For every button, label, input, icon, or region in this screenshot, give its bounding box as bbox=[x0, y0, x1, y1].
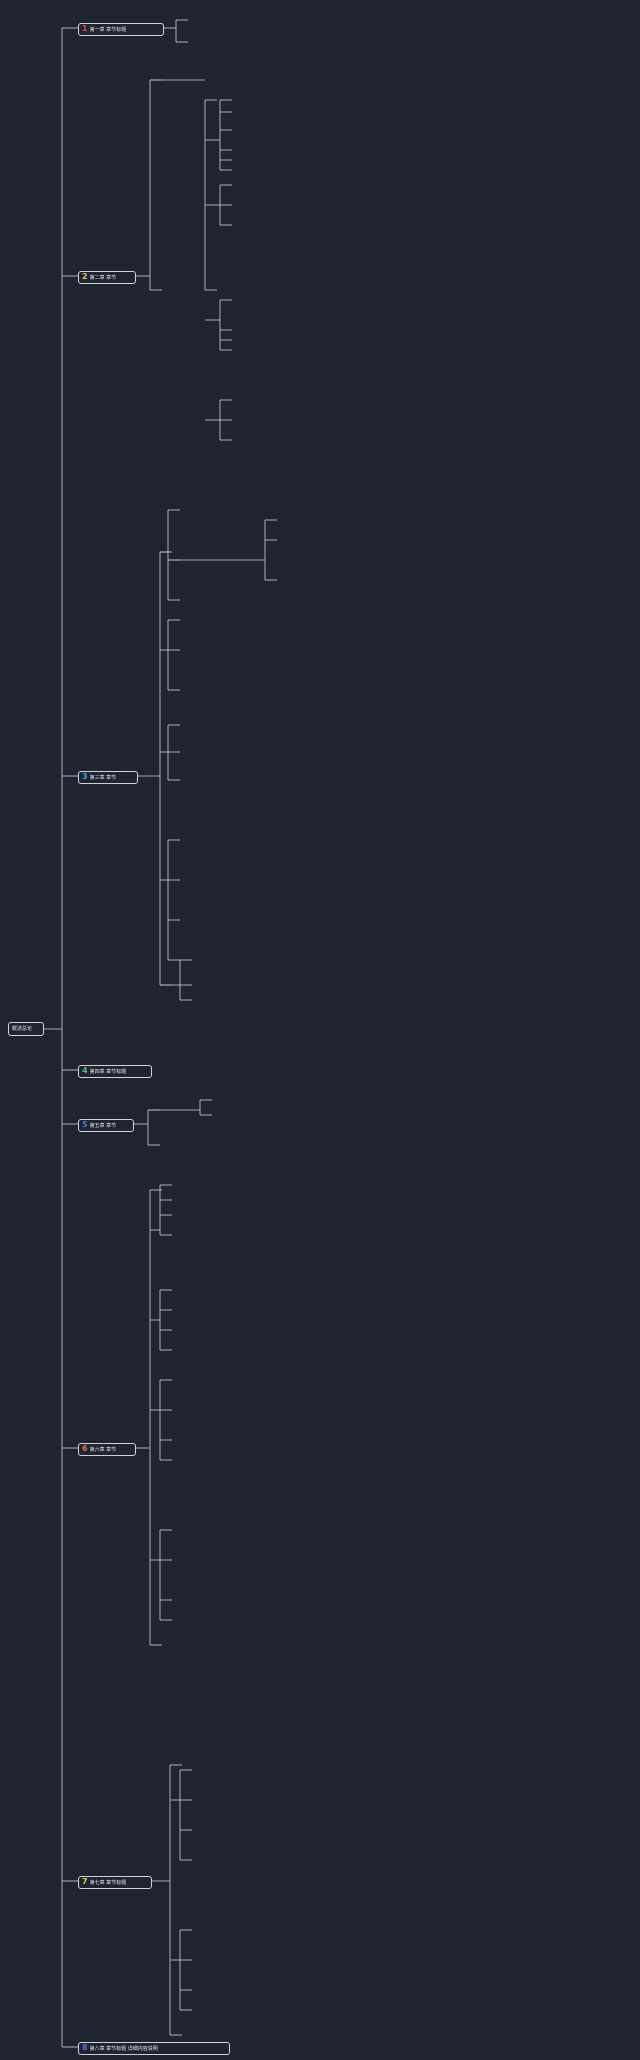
branch-label-8: 第八章 章节标题 详细内容说明 bbox=[89, 2046, 158, 2052]
branch-label-2: 第二章 章节 bbox=[89, 275, 117, 281]
branch-label-4: 第四章 章节标题 bbox=[89, 1069, 127, 1075]
root-node[interactable]: 概述总论 bbox=[8, 1022, 44, 1036]
branch-label-5: 第五章 章节 bbox=[89, 1123, 117, 1129]
branch-number-2: 2 bbox=[82, 272, 88, 281]
branch-label-1: 第一章 章节标题 bbox=[89, 27, 127, 33]
branch-number-3: 3 bbox=[82, 772, 88, 781]
branch-number-7: 7 bbox=[82, 1877, 88, 1886]
branch-number-1: 1 bbox=[82, 24, 88, 33]
branch-number-4: 4 bbox=[82, 1066, 88, 1075]
branch-number-8: 8 bbox=[82, 2043, 88, 2052]
branch-label-7: 第七章 章节标题 bbox=[89, 1880, 127, 1886]
root-label: 概述总论 bbox=[12, 1026, 33, 1032]
branch-number-5: 5 bbox=[82, 1120, 88, 1129]
branch-label-3: 第三章 章节 bbox=[89, 775, 117, 781]
branch-number-6: 6 bbox=[82, 1444, 88, 1453]
branch-label-6: 第六章 章节 bbox=[89, 1447, 117, 1453]
